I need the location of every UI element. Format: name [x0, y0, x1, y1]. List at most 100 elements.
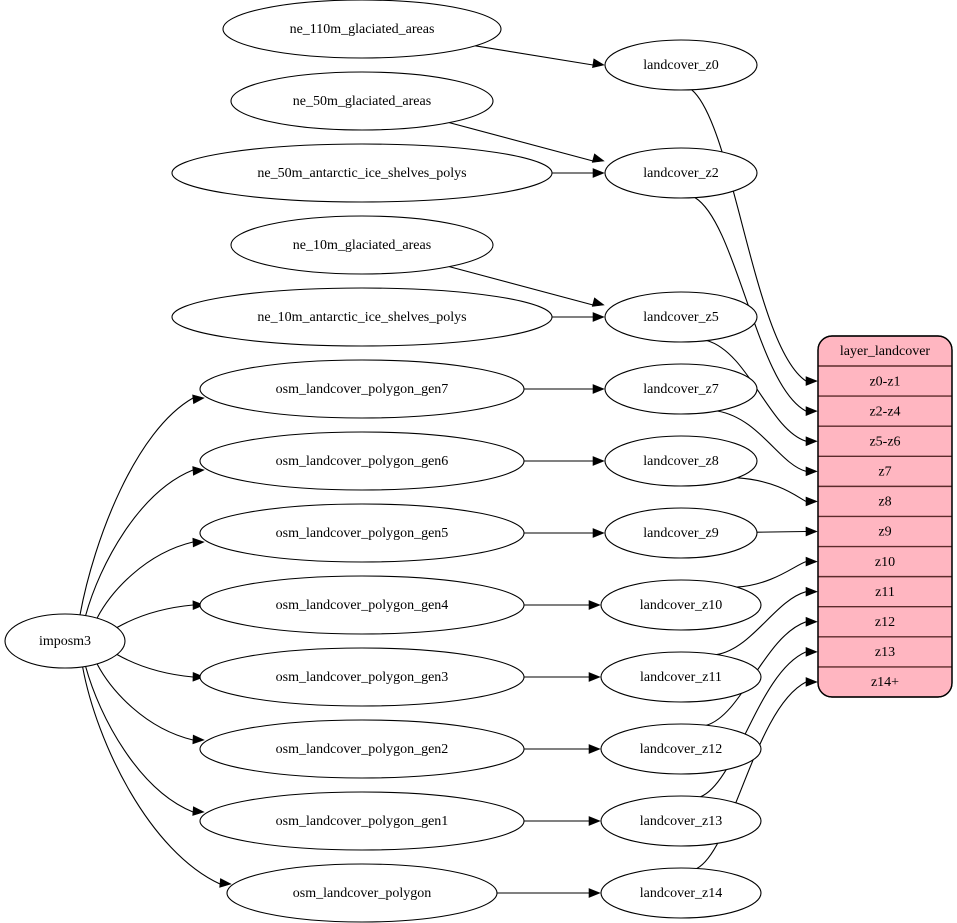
node-label-landcover_z14: landcover_z14 [640, 886, 722, 901]
source-table-ellipse [171, 143, 553, 203]
node-osm_landcover_polygon_gen5[interactable]: osm_landcover_polygon_gen5 [199, 503, 525, 563]
record-row-z9[interactable]: z9 [878, 525, 891, 540]
edge-arrowhead [588, 816, 601, 826]
node-landcover_z9[interactable]: landcover_z9 [604, 507, 758, 559]
node-ne_10m_antarctic_ice_shelves_polys[interactable]: ne_10m_antarctic_ice_shelves_polys [171, 287, 553, 347]
edge-arrowhead [592, 456, 605, 466]
edge-landcover_z11-to-record-z11 [716, 591, 807, 656]
source-table-ellipse [226, 863, 498, 923]
edge-arrowhead [588, 672, 601, 682]
node-landcover_z12[interactable]: landcover_z12 [600, 723, 762, 775]
edge-arrowhead [592, 312, 605, 322]
source-table-ellipse [199, 503, 525, 563]
edge-arrowhead [192, 806, 205, 816]
node-landcover_z8[interactable]: landcover_z8 [604, 435, 758, 487]
node-osm_landcover_polygon_gen2[interactable]: osm_landcover_polygon_gen2 [199, 719, 525, 779]
landcover-view-ellipse [604, 435, 758, 487]
record-row-z10[interactable]: z10 [875, 555, 895, 570]
node-label-landcover_z9: landcover_z9 [643, 526, 718, 541]
node-landcover_z14[interactable]: landcover_z14 [600, 867, 762, 919]
node-osm_landcover_polygon[interactable]: osm_landcover_polygon [226, 863, 498, 923]
edge-arrowhead [219, 878, 232, 888]
source-table-ellipse [199, 575, 525, 635]
edge-arrowhead [805, 616, 818, 627]
edge-landcover_z5-to-record-z5-z6 [706, 339, 807, 442]
node-osm_landcover_polygon_gen3[interactable]: osm_landcover_polygon_gen3 [199, 647, 525, 707]
node-landcover_z2[interactable]: landcover_z2 [604, 147, 758, 199]
node-ne_50m_glaciated_areas[interactable]: ne_50m_glaciated_areas [230, 71, 494, 131]
edge-arrowhead [805, 496, 818, 507]
edge-landcover_z14-to-record-z14+ [696, 681, 807, 869]
edge-arrowhead [592, 384, 605, 394]
source-table-ellipse [199, 647, 525, 707]
node-label-landcover_z13: landcover_z13 [640, 814, 722, 829]
node-osm_landcover_polygon_gen7[interactable]: osm_landcover_polygon_gen7 [199, 359, 525, 419]
node-landcover_z5[interactable]: landcover_z5 [604, 291, 758, 343]
node-label-landcover_z11: landcover_z11 [640, 670, 722, 685]
node-label-ne_50m_antarctic_ice_shelves_polys: ne_50m_antarctic_ice_shelves_polys [257, 166, 466, 181]
edge-arrowhead [805, 677, 818, 687]
landcover-view-ellipse [600, 867, 762, 919]
node-ne_10m_glaciated_areas[interactable]: ne_10m_glaciated_areas [230, 215, 494, 275]
landcover-view-ellipse [604, 507, 758, 559]
node-landcover_z0[interactable]: landcover_z0 [604, 39, 758, 91]
source-table-ellipse [199, 431, 525, 491]
record-node-layer_landcover[interactable]: layer_landcoverz0-z1z2-z4z5-z6z7z8z9z10z… [817, 335, 953, 698]
source-node-ellipse [4, 613, 126, 669]
source-table-ellipse [230, 215, 494, 275]
record-row-z14+[interactable]: z14+ [871, 675, 899, 690]
edge-arrowhead [805, 376, 818, 386]
edge-arrowhead [588, 888, 601, 898]
node-osm_landcover_polygon_gen4[interactable]: osm_landcover_polygon_gen4 [199, 575, 525, 635]
node-label-osm_landcover_polygon_gen1: osm_landcover_polygon_gen1 [276, 814, 449, 829]
node-landcover_z10[interactable]: landcover_z10 [600, 579, 762, 631]
node-landcover_z13[interactable]: landcover_z13 [600, 795, 762, 847]
node-osm_landcover_polygon_gen6[interactable]: osm_landcover_polygon_gen6 [199, 431, 525, 491]
record-row-z2-z4[interactable]: z2-z4 [869, 404, 900, 419]
node-label-landcover_z10: landcover_z10 [640, 598, 722, 613]
landcover-view-ellipse [604, 291, 758, 343]
edge-imposm3-to-osm_landcover_polygon_gen4 [116, 604, 194, 628]
node-label-landcover_z7: landcover_z7 [643, 382, 718, 397]
record-row-z5-z6[interactable]: z5-z6 [869, 434, 900, 449]
edge-landcover_z7-to-record-z7 [717, 410, 807, 472]
edge-arrowhead [591, 297, 605, 307]
node-osm_landcover_polygon_gen1[interactable]: osm_landcover_polygon_gen1 [199, 791, 525, 851]
node-imposm3[interactable]: imposm3 [4, 613, 126, 669]
record-row-z12[interactable]: z12 [875, 615, 895, 630]
edge-arrowhead [192, 671, 205, 682]
node-label-ne_10m_antarctic_ice_shelves_polys: ne_10m_antarctic_ice_shelves_polys [257, 310, 466, 325]
landcover-view-ellipse [600, 723, 762, 775]
node-label-landcover_z5: landcover_z5 [643, 310, 718, 325]
node-ne_110m_glaciated_areas[interactable]: ne_110m_glaciated_areas [222, 0, 502, 59]
record-row-z13[interactable]: z13 [875, 645, 895, 660]
edge-arrowhead [805, 556, 818, 567]
edge-arrowhead [192, 734, 205, 745]
node-landcover_z7[interactable]: landcover_z7 [604, 363, 758, 415]
landcover-view-ellipse [600, 651, 762, 703]
edge-arrowhead [805, 466, 818, 477]
landcover-view-ellipse [604, 363, 758, 415]
node-label-osm_landcover_polygon_gen3: osm_landcover_polygon_gen3 [276, 670, 449, 685]
nodes-layer: imposm3 ne_110m_glaciated_areas ne_50m_gla… [4, 0, 762, 923]
edge-arrowhead [592, 528, 605, 538]
edge-arrowhead [805, 526, 818, 537]
edge-imposm3-to-osm_landcover_polygon [82, 666, 221, 885]
landcover-view-ellipse [604, 39, 758, 91]
record-row-z11[interactable]: z11 [875, 585, 895, 600]
node-ne_50m_antarctic_ice_shelves_polys[interactable]: ne_50m_antarctic_ice_shelves_polys [171, 143, 553, 203]
record-row-z8[interactable]: z8 [878, 495, 891, 510]
record-node-outline [817, 335, 953, 698]
source-table-ellipse [199, 791, 525, 851]
edge-arrowhead [192, 466, 205, 476]
record-row-z0-z1[interactable]: z0-z1 [869, 374, 900, 389]
edges-layer [79, 45, 818, 898]
record-row-z7[interactable]: z7 [878, 465, 891, 480]
node-label-ne_110m_glaciated_areas: ne_110m_glaciated_areas [290, 22, 435, 37]
node-label-ne_10m_glaciated_areas: ne_10m_glaciated_areas [293, 238, 431, 253]
node-landcover_z11[interactable]: landcover_z11 [600, 651, 762, 703]
edge-arrowhead [592, 168, 605, 178]
node-label-landcover_z0: landcover_z0 [643, 58, 718, 73]
edge-ne_50m_glaciated_areas-to-landcover_z2 [449, 122, 594, 162]
